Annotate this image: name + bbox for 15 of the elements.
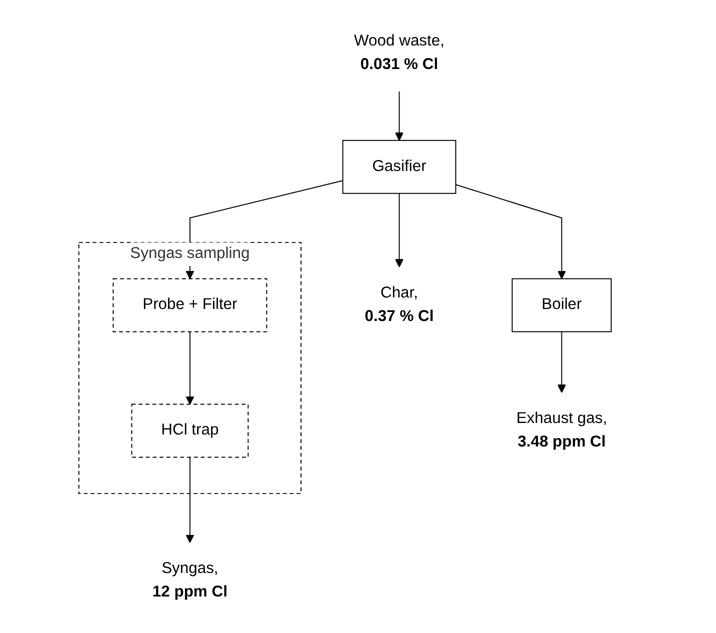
arrow xyxy=(186,180,344,279)
node-box: Boiler xyxy=(512,278,612,332)
node-text: Syngas, 12 ppm Cl xyxy=(152,560,228,600)
arrow xyxy=(558,330,566,392)
node-box: HCl trap xyxy=(132,403,249,458)
arrow xyxy=(456,184,566,279)
arrow xyxy=(395,90,404,140)
node-text: Wood waste, 0.031 % Cl xyxy=(354,32,445,72)
node-box: Probe + Filter xyxy=(113,278,268,332)
node-text: Char, 0.37 % Cl xyxy=(365,284,434,324)
arrow xyxy=(186,330,195,404)
arrow xyxy=(395,192,404,267)
node-box: Gasifier xyxy=(342,139,457,194)
arrow xyxy=(186,456,195,542)
node-text: Exhaust gas, 3.48 ppm Cl xyxy=(516,410,608,450)
